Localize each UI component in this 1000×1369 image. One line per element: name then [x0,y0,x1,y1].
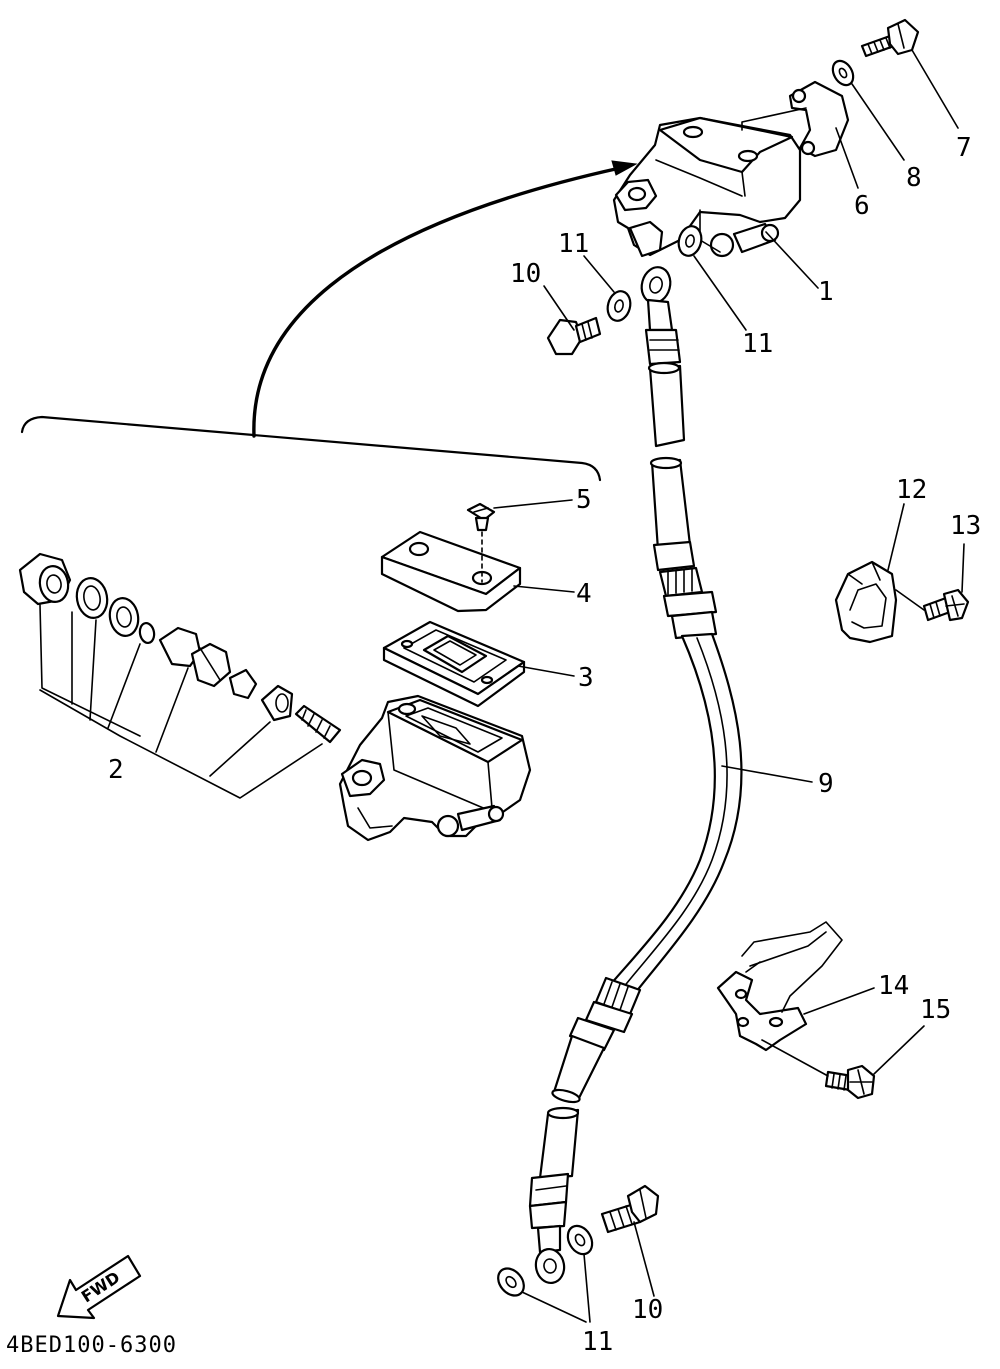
callout-4: 4 [576,579,592,609]
handlebar-clamp [788,80,850,158]
screw-13 [922,588,970,622]
piston-kit-2 [18,552,342,799]
screw-5 [466,502,496,583]
callout-7: 7 [956,133,972,163]
callout-2: 2 [108,755,124,785]
bolt-7 [860,18,920,58]
callout-12: 12 [896,475,927,505]
screw-15 [824,1064,876,1100]
washer-8 [831,59,855,87]
callout-11-bottom: 11 [582,1327,613,1357]
callout-8: 8 [906,163,922,193]
copper-washer-top-left [606,290,632,322]
callout-6: 6 [854,191,870,221]
copper-washer-bottom-right [566,1224,594,1256]
callout-15: 15 [920,995,951,1025]
callout-1: 1 [818,277,834,307]
callout-3: 3 [578,663,594,693]
callout-14: 14 [878,971,909,1001]
master-cylinder-body [338,694,532,842]
enlargement-bracket [20,160,638,482]
callout-10-top: 10 [510,259,541,289]
fwd-arrow: FWD [56,1254,142,1320]
callout-5: 5 [576,485,592,515]
drawing-code: 4BED100-6300 [6,1333,177,1358]
copper-washer-top-right [677,225,703,257]
copper-washer-bottom-left [497,1267,525,1297]
brake-hose [528,266,743,1285]
union-bolt-bottom [600,1184,660,1234]
hose-guide-bracket-14 [716,921,843,1052]
callout-11-top-right: 11 [742,329,773,359]
callout-11-top-left: 11 [558,229,589,259]
callout-10-bottom: 10 [632,1295,663,1325]
reservoir-cap-4 [380,530,522,613]
union-bolt-top [546,316,602,356]
callout-9: 9 [818,769,834,799]
master-cylinder-assembled [612,116,802,258]
callout-leaders [493,49,965,1323]
callout-13: 13 [950,511,981,541]
hose-clamp-12 [834,560,898,644]
diaphragm-3 [382,620,526,708]
